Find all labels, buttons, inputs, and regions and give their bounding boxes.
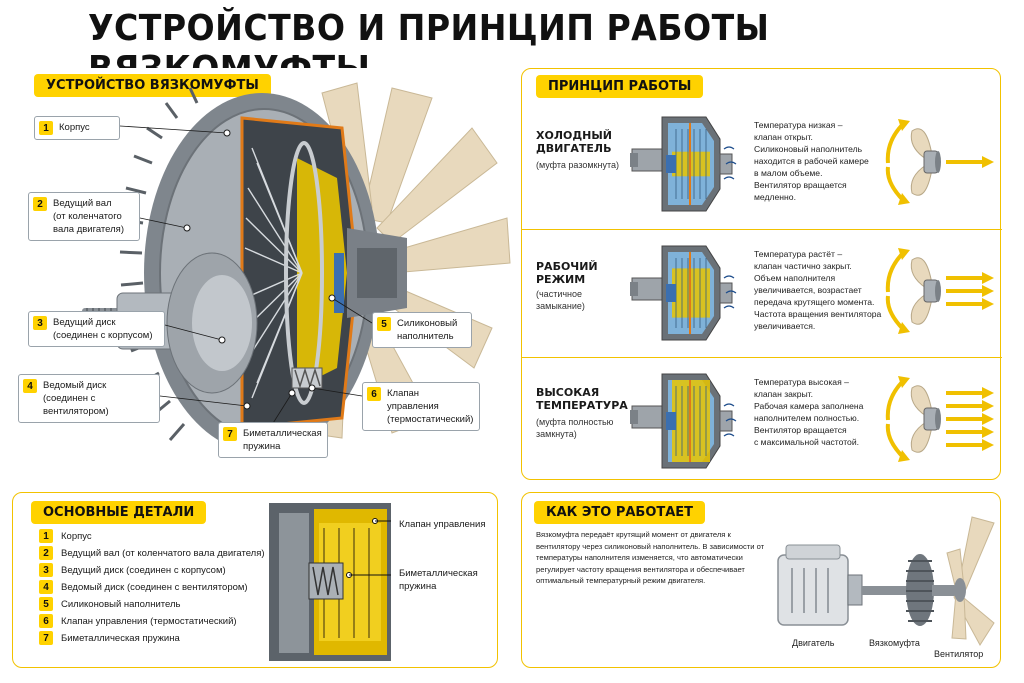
callout-text: Ведущий диск (соединен с корпусом) xyxy=(53,317,153,341)
mode-subtitle: (муфта разомкнута) xyxy=(536,160,619,170)
clutch-section-icon xyxy=(630,116,737,212)
callout-2: 2 Ведущий вал (от коленчатого вала двига… xyxy=(28,192,140,241)
mode-row-hot: ВЫСОКАЯ ТЕМПЕРАТУРА (муфта полностью зам… xyxy=(522,357,1002,485)
part-item-5: 5 Силиконовый наполнитель xyxy=(39,597,180,611)
valve-label: Клапан управления xyxy=(399,519,486,530)
part-number: 3 xyxy=(39,563,53,577)
how-panel: КАК ЭТО РАБОТАЕТ Вязкомуфта передаёт кру… xyxy=(521,492,1001,668)
part-item-6: 6 Клапан управления (термостатический) xyxy=(39,614,237,628)
drivetrain-illustration xyxy=(777,516,995,646)
callout-3: 3 Ведущий диск (соединен с корпусом) xyxy=(28,311,165,347)
mode-description: Температура низкая – клапан открыт. Сили… xyxy=(754,120,869,202)
clutch-label: Вязкомуфта xyxy=(869,638,920,648)
callout-text: Биметаллическая пружина xyxy=(243,428,322,452)
callout-number: 7 xyxy=(223,427,237,441)
callout-6: 6 Клапан управления (термостатический) xyxy=(362,382,480,431)
mode-title: ХОЛОДНЫЙ ДВИГАТЕЛЬ xyxy=(536,129,612,155)
callout-1: 1 Корпус xyxy=(34,116,120,140)
mode-description: Температура высокая – клапан закрыт. Раб… xyxy=(754,377,864,447)
callout-number: 1 xyxy=(39,121,53,135)
part-number: 7 xyxy=(39,631,53,645)
part-item-1: 1 Корпус xyxy=(39,529,92,543)
clutch-section-icon xyxy=(630,245,737,341)
callout-number: 4 xyxy=(23,379,37,393)
engine-icon xyxy=(777,544,863,626)
callout-text: Корпус xyxy=(59,122,90,133)
principle-badge: ПРИНЦИП РАБОТЫ xyxy=(536,75,704,98)
mode-title: РАБОЧИЙ РЕЖИМ xyxy=(536,260,598,286)
part-label: Клапан управления (термостатический) xyxy=(61,615,237,627)
part-number: 5 xyxy=(39,597,53,611)
part-item-3: 3 Ведущий диск (соединен с корпусом) xyxy=(39,563,226,577)
part-label: Ведущий диск (соединен с корпусом) xyxy=(61,564,226,576)
part-number: 4 xyxy=(39,580,53,594)
part-number: 1 xyxy=(39,529,53,543)
fan-speed-graphic xyxy=(885,376,994,462)
fan-label: Вентилятор xyxy=(934,649,984,659)
how-badge: КАК ЭТО РАБОТАЕТ xyxy=(534,501,706,524)
device-panel: УСТРОЙСТВО ВЯЗКОМУФТЫ xyxy=(12,68,512,480)
mode-row-cold: ХОЛОДНЫЙ ДВИГАТЕЛЬ (муфта разомкнута) Те… xyxy=(522,101,1002,229)
part-number: 2 xyxy=(39,546,53,560)
fan-speed-graphic xyxy=(885,248,994,334)
principle-panel: ПРИНЦИП РАБОТЫ ХОЛОДНЫЙ ДВИГАТЕЛЬ (муфта… xyxy=(521,68,1002,480)
part-number: 6 xyxy=(39,614,53,628)
callout-number: 2 xyxy=(33,197,47,211)
parts-badge: ОСНОВНЫЕ ДЕТАЛИ xyxy=(31,501,207,524)
fan-speed-graphic xyxy=(885,119,994,205)
callout-number: 6 xyxy=(367,387,381,401)
mode-description: Температура растёт – клапан частично зак… xyxy=(754,249,882,331)
spring-label: Биметаллическая пружина xyxy=(399,568,478,592)
clutch-icon xyxy=(906,554,934,626)
mode-title: ВЫСОКАЯ ТЕМПЕРАТУРА xyxy=(536,386,628,412)
part-label: Ведущий вал (от коленчатого вала двигате… xyxy=(61,547,265,559)
part-label: Корпус xyxy=(61,530,92,542)
callout-text: Клапан управления (термостатический) xyxy=(387,388,474,425)
callout-text: Ведомый диск (соединен с вентилятором) xyxy=(43,380,109,417)
mode-subtitle: (частичное замыкание) xyxy=(536,289,585,311)
parts-panel: ОСНОВНЫЕ ДЕТАЛИ 1 Корпус 2 Ведущий вал (… xyxy=(12,492,498,668)
part-item-7: 7 Биметаллическая пружина xyxy=(39,631,180,645)
callout-5: 5 Силиконовый наполнитель xyxy=(372,312,472,348)
callout-number: 3 xyxy=(33,316,47,330)
clutch-section-icon xyxy=(630,373,737,469)
callout-7: 7 Биметаллическая пружина xyxy=(218,422,328,458)
device-badge: УСТРОЙСТВО ВЯЗКОМУФТЫ xyxy=(34,74,271,97)
how-description: Вязкомуфта передаёт крутящий момент от д… xyxy=(536,530,765,585)
fan-icon xyxy=(946,516,995,646)
part-label: Ведомый диск (соединен с вентилятором) xyxy=(61,581,248,593)
part-label: Биметаллическая пружина xyxy=(61,632,180,644)
clutch-cutaway-illustration xyxy=(82,82,511,453)
valve-spring-closeup xyxy=(269,503,391,661)
mode-row-working: РАБОЧИЙ РЕЖИМ (частичное замыкание) Темп… xyxy=(522,229,1002,357)
callout-text: Силиконовый наполнитель xyxy=(397,318,458,342)
mode-subtitle: (муфта полностью замкнута) xyxy=(536,417,614,439)
part-item-2: 2 Ведущий вал (от коленчатого вала двига… xyxy=(39,546,265,560)
part-item-4: 4 Ведомый диск (соединен с вентилятором) xyxy=(39,580,248,594)
callout-text: Ведущий вал (от коленчатого вала двигате… xyxy=(53,198,124,235)
part-label: Силиконовый наполнитель xyxy=(61,598,181,610)
engine-label: Двигатель xyxy=(792,638,835,648)
callout-4: 4 Ведомый диск (соединен с вентилятором) xyxy=(18,374,160,423)
callout-number: 5 xyxy=(377,317,391,331)
